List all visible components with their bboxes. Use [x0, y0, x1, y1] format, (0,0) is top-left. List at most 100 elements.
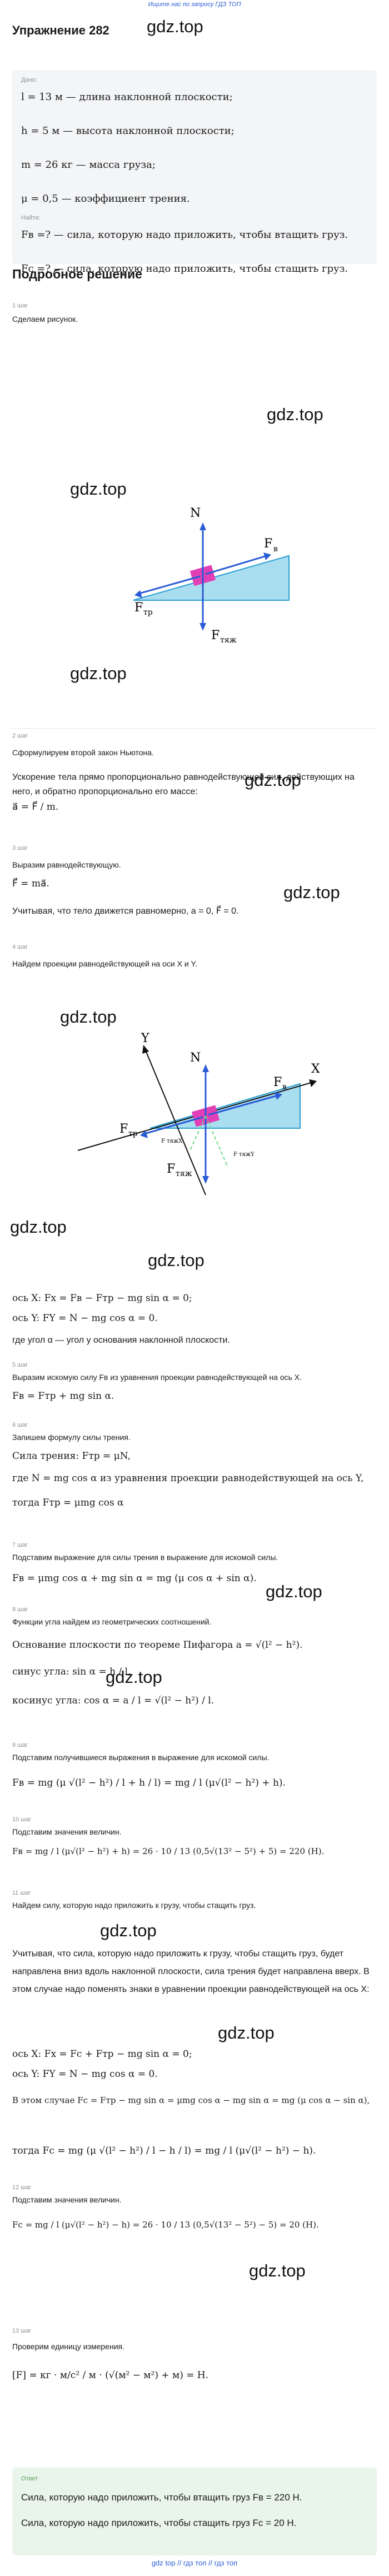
watermark: gdz.top: [10, 1217, 67, 1237]
formula: В этом случае Fс = Fтр − mg sin α = μmg …: [12, 2095, 370, 2105]
step-label: 2 шаг: [12, 733, 28, 739]
friction-sub: тр: [128, 1129, 138, 1138]
given-row: h = 5 м — высота наклонной плоскости;: [21, 125, 235, 137]
formula: ось X: Fx = Fс + Fтр − mg sin α = 0;: [12, 2049, 192, 2060]
step-label: 7 шаг: [12, 1542, 28, 1548]
step-text: Подставим значения величин.: [12, 1827, 122, 1836]
formula: где N = mg cos α из уравнения проекции р…: [12, 1473, 364, 1484]
formula: Fс = mg / l (μ√(l² − h²) − h) = 26 · 10 …: [12, 2220, 319, 2230]
answer-line: Сила, которую надо приложить, чтобы стащ…: [21, 2518, 297, 2528]
step-text: Подставим получившиеся выражения в выраж…: [12, 1753, 270, 1762]
x-axis-label: X: [311, 1062, 320, 1076]
formula: синус угла: sin α = h / l,: [12, 1666, 131, 1677]
gravity-sub: тяж: [220, 636, 237, 645]
friction-label: F: [134, 601, 143, 615]
given-row: μ = 0,5 — коэффициент трения.: [21, 193, 190, 205]
pull-sub: в: [273, 545, 278, 554]
given-row: l = 13 м — длина наклонной плоскости;: [21, 91, 233, 103]
answer-block: Ответ Сила, которую надо приложить, чтоб…: [12, 2468, 377, 2555]
friction-sub: тр: [143, 608, 153, 617]
watermark: gdz.top: [266, 1582, 322, 1601]
step-text: Проверим единицу измерения.: [12, 2342, 124, 2351]
gravity-sub: тяж: [176, 1169, 192, 1178]
formula: a⃗ = F⃗ / m.: [12, 801, 59, 813]
step-label: 10 шаг: [12, 1816, 32, 1823]
search-hint-link[interactable]: Ищите нас по запросу ГДЗ ТОП: [148, 1, 241, 8]
formula: Fв = Fтр + mg sin α.: [12, 1391, 114, 1402]
inclined-plane: [149, 1083, 301, 1129]
pull-arrow: [205, 555, 267, 575]
gravity-label: F: [167, 1162, 175, 1176]
step-label: 4 шаг: [12, 944, 28, 950]
formula: F⃗ = ma⃗.: [12, 878, 49, 889]
step-text: Учитывая, что сила, которую надо приложи…: [12, 1949, 370, 1994]
watermark: gdz.top: [249, 2261, 306, 2280]
y-axis-label: Y: [141, 1032, 149, 1045]
formula: Fв = mg / l (μ√(l² − h²) + h) = 26 · 10 …: [12, 1846, 325, 1856]
formula: ось X: Fx = Fв − Fтр − mg sin α = 0;: [12, 1293, 192, 1304]
watermark: gdz.top: [70, 479, 127, 499]
answer-line: Сила, которую надо приложить, чтобы втащ…: [21, 2492, 302, 2503]
given-row: m = 26 кг — масса груза;: [21, 159, 156, 171]
pull-label: F: [273, 1075, 282, 1089]
y-axis: [145, 1050, 206, 1195]
step-text: Подставим выражение для силы трения в вы…: [12, 1553, 278, 1562]
step-text: Учитывая, что тело движется равномерно, …: [12, 906, 239, 916]
force-diagram-1: N F в F тр F тяж: [133, 506, 290, 645]
gravity-y-label: F тяжY: [233, 1152, 255, 1158]
step-text: Ускорение тела прямо пропорционально рав…: [12, 773, 355, 796]
gravity-x-component: [205, 1115, 228, 1168]
find-row: Fс =? — сила, которую надо приложить, чт…: [21, 263, 348, 275]
friction-label: F: [119, 1122, 128, 1136]
watermark: gdz.top: [147, 17, 203, 36]
friction-arrow: [138, 575, 201, 595]
step-text: Выразим равнодействующую.: [12, 860, 121, 869]
step-label: 5 шаг: [12, 1362, 28, 1368]
step-text: Найдем силу, которую надо приложить к гр…: [12, 1901, 256, 1910]
footer-links[interactable]: gdz top // гдз топ // гдз топ: [151, 2559, 238, 2567]
normal-label: N: [190, 506, 201, 520]
step-text: Функции угла найдем из геометрических со…: [12, 1617, 212, 1626]
solution-title: Подробное решение: [12, 267, 142, 281]
given-label: Дано:: [21, 77, 37, 83]
formula: Fв = μmg cos α + mg sin α = mg (μ cos α …: [12, 1573, 257, 1584]
formula: Сила трения: Fтр = μN,: [12, 1451, 131, 1462]
formula: ось Y: FY = N − mg cos α = 0.: [12, 1313, 158, 1324]
page-title: Упражнение 282: [12, 23, 109, 37]
step-text: Найдем проекции равнодействующей на оси …: [12, 959, 197, 968]
watermark: gdz.top: [70, 664, 127, 683]
step-text: Выразим искомую силу Fв из уравнения про…: [12, 1373, 302, 1382]
formula: ось Y: FY = N − mg cos α = 0.: [12, 2069, 158, 2080]
watermark: gdz.top: [100, 1921, 157, 1940]
pull-arrow: [208, 1094, 278, 1116]
normal-label: N: [190, 1051, 201, 1065]
pull-sub: в: [282, 1083, 287, 1092]
step-label: 6 шаг: [12, 1422, 28, 1428]
watermark: gdz.top: [60, 1007, 117, 1027]
step-label: 13 шаг: [12, 2328, 32, 2334]
formula: тогда Fс = mg (μ √(l² − h²) / l − h / l)…: [12, 2145, 316, 2156]
step-label: 12 шаг: [12, 2184, 32, 2191]
pull-label: F: [264, 537, 272, 551]
formula: Основание плоскости по теореме Пифагора …: [12, 1640, 303, 1651]
formula: Fв = mg (μ √(l² − h²) / l + h / l) = mg …: [12, 1777, 286, 1788]
find-label: Найти:: [21, 215, 41, 221]
step-text: где угол α — угол у основания наклонной …: [12, 1336, 230, 1345]
given-block: Дано: l = 13 м — длина наклонной плоскос…: [12, 70, 377, 275]
gravity-label: F: [211, 629, 220, 642]
gravity-x-label: F тяжX: [161, 1138, 183, 1144]
formula: [F] = кг · м/с² / м · (√(м² − м²) + м) =…: [12, 2370, 209, 2381]
step-label: 1 шаг: [12, 302, 28, 309]
step-label: 11 шаг: [12, 1890, 31, 1896]
watermark: gdz.top: [267, 405, 323, 424]
find-row: Fв =? — сила, которую надо приложить, чт…: [21, 229, 348, 241]
step-text: Подставим значения величин.: [12, 2195, 122, 2204]
watermark: gdz.top: [245, 770, 301, 790]
step-text: Сформулируем второй закон Ньютона.: [12, 748, 154, 757]
watermark: gdz.top: [106, 1667, 162, 1687]
formula: тогда Fтр = μmg cos α: [12, 1497, 124, 1508]
formula: косинус угла: cos α = a / l = √(l² − h²)…: [12, 1695, 215, 1706]
gravity-y-component: [189, 1115, 206, 1151]
step-label: 9 шаг: [12, 1742, 28, 1748]
step-label: 8 шаг: [12, 1606, 28, 1613]
